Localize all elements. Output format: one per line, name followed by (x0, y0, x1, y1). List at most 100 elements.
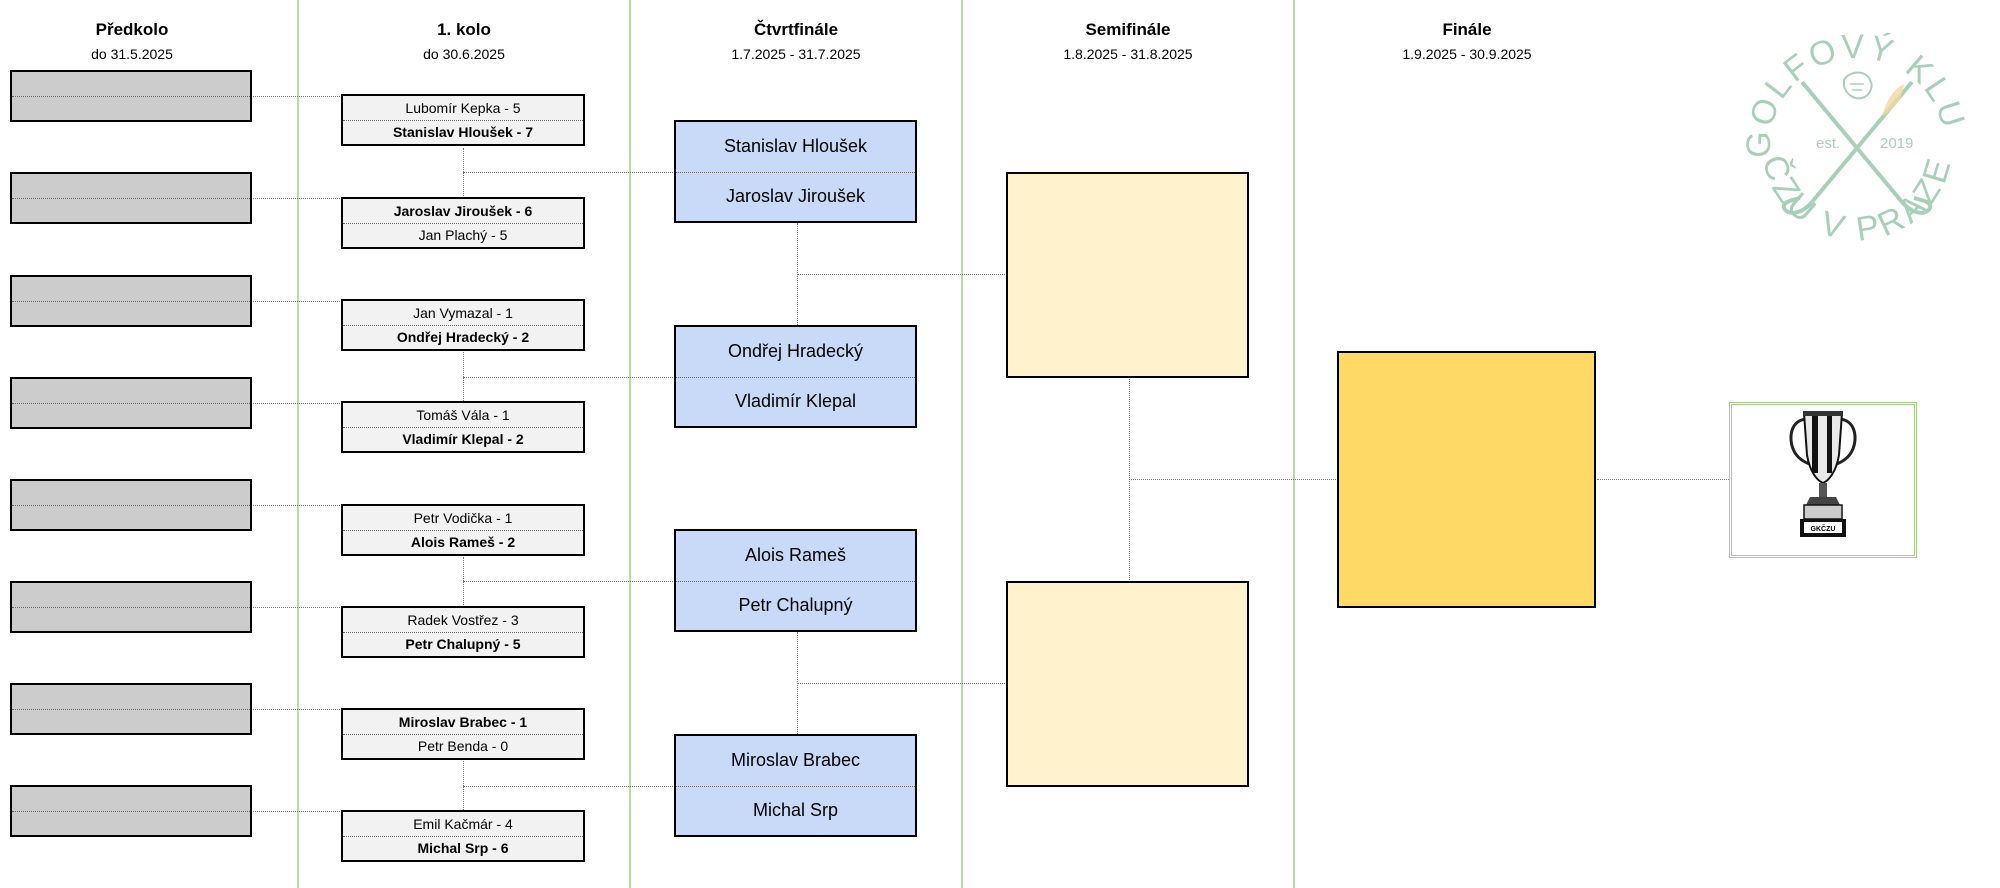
logo-arc-bottom: ČZU V PRAZE (1754, 151, 1955, 249)
player-slot: Jan Vymazal - 1 (343, 301, 583, 326)
player-slot: Petr Vodička - 1 (343, 506, 583, 531)
first-round-match: Emil Kačmár - 4 Michal Srp - 6 (341, 810, 585, 862)
slot-bottom (12, 607, 250, 631)
connector (463, 557, 464, 607)
slot-bottom (12, 96, 250, 120)
connector (463, 581, 675, 582)
player-slot-winner: Ondřej Hradecký - 2 (396, 329, 530, 345)
player-slot: Stanislav Hloušek (676, 122, 915, 173)
connector (463, 172, 675, 173)
first-round-match: Tomáš Vála - 1 Vladimír Klepal - 2 (341, 401, 585, 453)
predkolo-match (10, 785, 252, 837)
round-header-semifinal: Semifinále 1.8.2025 - 31.8.2025 (963, 18, 1293, 64)
slot-top (12, 277, 250, 302)
slot-bottom (12, 709, 250, 733)
player-slot: Tomáš Vála - 1 (343, 403, 583, 428)
golf-club-logo-icon: GOLFOVÝ KLUB ČZU V PRAZE est. 2019 (1719, 0, 1970, 249)
round-dates: 1.8.2025 - 31.8.2025 (1063, 46, 1193, 62)
player-slot: Petr Chalupný (738, 594, 853, 615)
quarterfinal-match: Miroslav Brabec Michal Srp (674, 734, 917, 837)
connector (463, 377, 675, 378)
round-dates: do 31.5.2025 (91, 46, 173, 62)
club-logo: GOLFOVÝ KLUB ČZU V PRAZE est. 2019 (1719, 0, 1982, 270)
semifinal-match (1006, 172, 1249, 378)
round-title: Čtvrtfinále (753, 20, 839, 39)
connector (253, 709, 342, 710)
round-title: 1. kolo (437, 20, 491, 39)
round-header-final: Finále 1.9.2025 - 30.9.2025 (1302, 18, 1632, 64)
trophy-icon: GKČZU (1789, 411, 1857, 537)
logo-year: 2019 (1880, 135, 1913, 152)
connector (253, 403, 342, 404)
slot-top (12, 72, 250, 97)
first-round-match: Lubomír Kepka - 5 Stanislav Hloušek - 7 (341, 94, 585, 146)
predkolo-match (10, 275, 252, 327)
first-round-match: Miroslav Brabec - 1 Petr Benda - 0 (341, 708, 585, 760)
slot-top (12, 174, 250, 199)
player-slot-winner: Alois Rameš - 2 (410, 534, 516, 550)
connector (463, 148, 464, 198)
predkolo-match (10, 683, 252, 735)
player-slot-winner: Vladimír Klepal - 2 (402, 431, 524, 447)
player-slot: Alois Rameš (676, 531, 915, 582)
column-divider (1293, 0, 1295, 888)
connector (253, 96, 342, 97)
quarterfinal-match: Alois Rameš Petr Chalupný (674, 529, 917, 632)
connector (1597, 479, 1729, 480)
player-slot: Jan Plachý - 5 (418, 227, 508, 243)
round-title: Finále (1442, 20, 1492, 39)
slot-top (12, 685, 250, 710)
first-round-match: Jan Vymazal - 1 Ondřej Hradecký - 2 (341, 299, 585, 351)
round-title: Předkolo (95, 20, 169, 39)
slot-top (12, 787, 250, 812)
svg-text:ČZU V PRAZE: ČZU V PRAZE (1754, 151, 1959, 249)
connector (253, 198, 342, 199)
player-slot-winner: Michal Srp - 6 (417, 840, 509, 856)
slot-bottom (12, 811, 250, 835)
player-slot: Miroslav Brabec (676, 736, 915, 787)
player-slot: Ondřej Hradecký (676, 327, 915, 378)
slot-top (12, 379, 250, 404)
connector (253, 505, 342, 506)
player-slot: Jaroslav Jiroušek (725, 185, 866, 206)
slot-bottom (12, 198, 250, 222)
predkolo-match (10, 377, 252, 429)
connector (253, 301, 342, 302)
column-divider (629, 0, 631, 888)
round-title: Semifinále (1085, 20, 1171, 39)
column-divider (297, 0, 299, 888)
first-round-match: Radek Vostřez - 3 Petr Chalupný - 5 (341, 606, 585, 658)
final-match (1337, 351, 1596, 608)
connector (1129, 479, 1338, 480)
predkolo-match (10, 172, 252, 224)
round-dates: 1.9.2025 - 30.9.2025 (1402, 46, 1532, 62)
slot-top (12, 583, 250, 608)
first-round-match: Petr Vodička - 1 Alois Rameš - 2 (341, 504, 585, 556)
round-header-first-round: 1. kolo do 30.6.2025 (299, 18, 629, 64)
slot-top (12, 481, 250, 506)
player-slot-winner: Stanislav Hloušek - 7 (392, 124, 534, 140)
player-slot: Michal Srp (752, 799, 839, 820)
player-slot: Radek Vostřez - 3 (343, 608, 583, 633)
connector (797, 683, 1007, 684)
round-header-predkolo: Předkolo do 31.5.2025 (0, 18, 297, 64)
slot-bottom (12, 301, 250, 325)
player-slot: Vladimír Klepal (734, 390, 857, 411)
connector (253, 607, 342, 608)
connector (253, 811, 342, 812)
player-slot: Petr Benda - 0 (417, 738, 509, 754)
connector (463, 786, 675, 787)
predkolo-match (10, 479, 252, 531)
slot-bottom (12, 505, 250, 529)
round-dates: do 30.6.2025 (423, 46, 505, 62)
quarterfinal-match: Ondřej Hradecký Vladimír Klepal (674, 325, 917, 428)
trophy-box: GKČZU (1729, 402, 1917, 558)
predkolo-match (10, 581, 252, 633)
quarterfinal-match: Stanislav Hloušek Jaroslav Jiroušek (674, 120, 917, 223)
column-divider (961, 0, 963, 888)
round-header-quarterfinal: Čtvrtfinále 1.7.2025 - 31.7.2025 (631, 18, 961, 64)
logo-est: est. (1816, 135, 1840, 152)
player-slot-winner: Jaroslav Jiroušek - 6 (343, 199, 583, 224)
player-slot-winner: Miroslav Brabec - 1 (343, 710, 583, 735)
predkolo-match (10, 70, 252, 122)
